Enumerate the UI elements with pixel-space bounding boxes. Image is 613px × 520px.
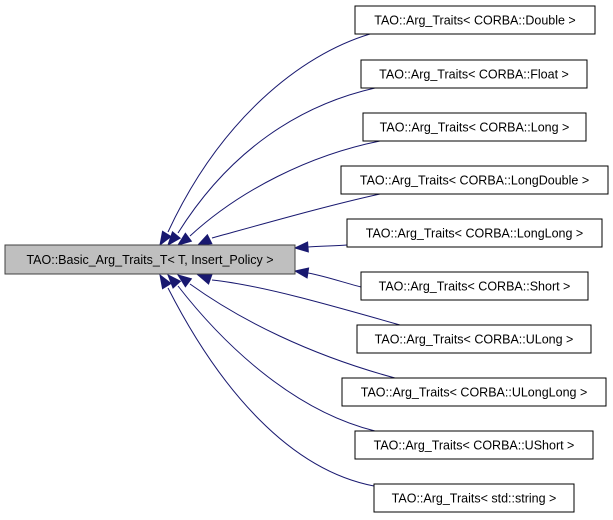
derived-class-node-double[interactable]: TAO::Arg_Traits< CORBA::Double > [354, 5, 596, 35]
edge-line [307, 272, 362, 288]
derived-class-box [362, 112, 587, 142]
base-class-box [4, 244, 296, 275]
derived-class-node-longdouble[interactable]: TAO::Arg_Traits< CORBA::LongDouble > [340, 165, 609, 195]
derived-class-box [354, 5, 596, 35]
derived-class-label: TAO::Arg_Traits< CORBA::UShort > [374, 439, 575, 453]
arrowhead-icon [176, 274, 193, 288]
edge-line [177, 285, 376, 432]
inheritance-edge-longdouble [196, 193, 381, 246]
edge-line [211, 193, 381, 239]
derived-class-node-ulong[interactable]: TAO::Arg_Traits< CORBA::ULong > [356, 324, 592, 354]
edge-line [189, 140, 381, 237]
derived-class-box [346, 218, 603, 248]
derived-class-label: TAO::Arg_Traits< CORBA::Long > [380, 121, 570, 135]
inheritance-edge-string [159, 273, 375, 487]
derived-class-box [354, 430, 594, 460]
derived-class-label: TAO::Arg_Traits< CORBA::LongLong > [366, 227, 583, 241]
arrowhead-icon [293, 267, 310, 279]
derived-class-label: TAO::Arg_Traits< CORBA::Double > [374, 14, 575, 28]
derived-class-node-float[interactable]: TAO::Arg_Traits< CORBA::Float > [360, 59, 588, 89]
inheritance-edge-ulong [196, 274, 401, 326]
inheritance-edge-longlong [293, 241, 348, 253]
arrowhead-icon [293, 241, 309, 253]
derived-class-label: TAO::Arg_Traits< CORBA::Short > [379, 280, 571, 294]
derived-class-node-longlong[interactable]: TAO::Arg_Traits< CORBA::LongLong > [346, 218, 603, 248]
inheritance-edge-ulonglong [176, 274, 396, 379]
derived-class-box [373, 483, 575, 513]
derived-class-label: TAO::Arg_Traits< CORBA::Float > [379, 68, 569, 82]
arrowhead-icon [159, 273, 172, 290]
derived-class-box [356, 324, 592, 354]
derived-class-box [341, 377, 607, 407]
edge-line [177, 87, 376, 234]
edge-line [189, 283, 396, 379]
derived-class-box [340, 165, 609, 195]
arrowhead-icon [167, 273, 182, 289]
edge-line [211, 279, 401, 326]
inheritance-edge-ushort [167, 273, 376, 432]
derived-class-box [360, 59, 588, 89]
derived-class-node-long[interactable]: TAO::Arg_Traits< CORBA::Long > [362, 112, 587, 142]
derived-class-box [360, 271, 589, 301]
inheritance-edge-double [159, 33, 371, 247]
arrowhead-icon [196, 274, 213, 285]
edge-line [307, 244, 348, 248]
arrowhead-icon [176, 232, 193, 246]
arrowhead-icon [159, 230, 172, 247]
derived-class-label: TAO::Arg_Traits< CORBA::LongDouble > [360, 174, 589, 188]
base-class-node[interactable]: TAO::Basic_Arg_Traits_T< T, Insert_Polic… [4, 244, 296, 275]
arrowhead-icon [196, 233, 213, 246]
derived-class-node-ulonglong[interactable]: TAO::Arg_Traits< CORBA::ULongLong > [341, 377, 607, 407]
arrowhead-icon [167, 230, 182, 247]
derived-class-node-short[interactable]: TAO::Arg_Traits< CORBA::Short > [360, 271, 589, 301]
derived-class-label: TAO::Arg_Traits< CORBA::ULong > [375, 333, 574, 347]
edge-line [167, 287, 375, 487]
base-class-label: TAO::Basic_Arg_Traits_T< T, Insert_Polic… [26, 253, 273, 267]
inheritance-edge-long [176, 140, 381, 246]
edge-line [167, 33, 371, 233]
nodes-layer: TAO::Basic_Arg_Traits_T< T, Insert_Polic… [4, 5, 609, 513]
derived-class-label: TAO::Arg_Traits< std::string > [392, 492, 557, 506]
inheritance-edge-short [293, 267, 362, 288]
edges-layer [159, 33, 401, 487]
derived-class-node-ushort[interactable]: TAO::Arg_Traits< CORBA::UShort > [354, 430, 594, 460]
derived-class-label: TAO::Arg_Traits< CORBA::ULongLong > [361, 386, 588, 400]
inheritance-edge-float [167, 87, 376, 247]
derived-class-node-string[interactable]: TAO::Arg_Traits< std::string > [373, 483, 575, 513]
